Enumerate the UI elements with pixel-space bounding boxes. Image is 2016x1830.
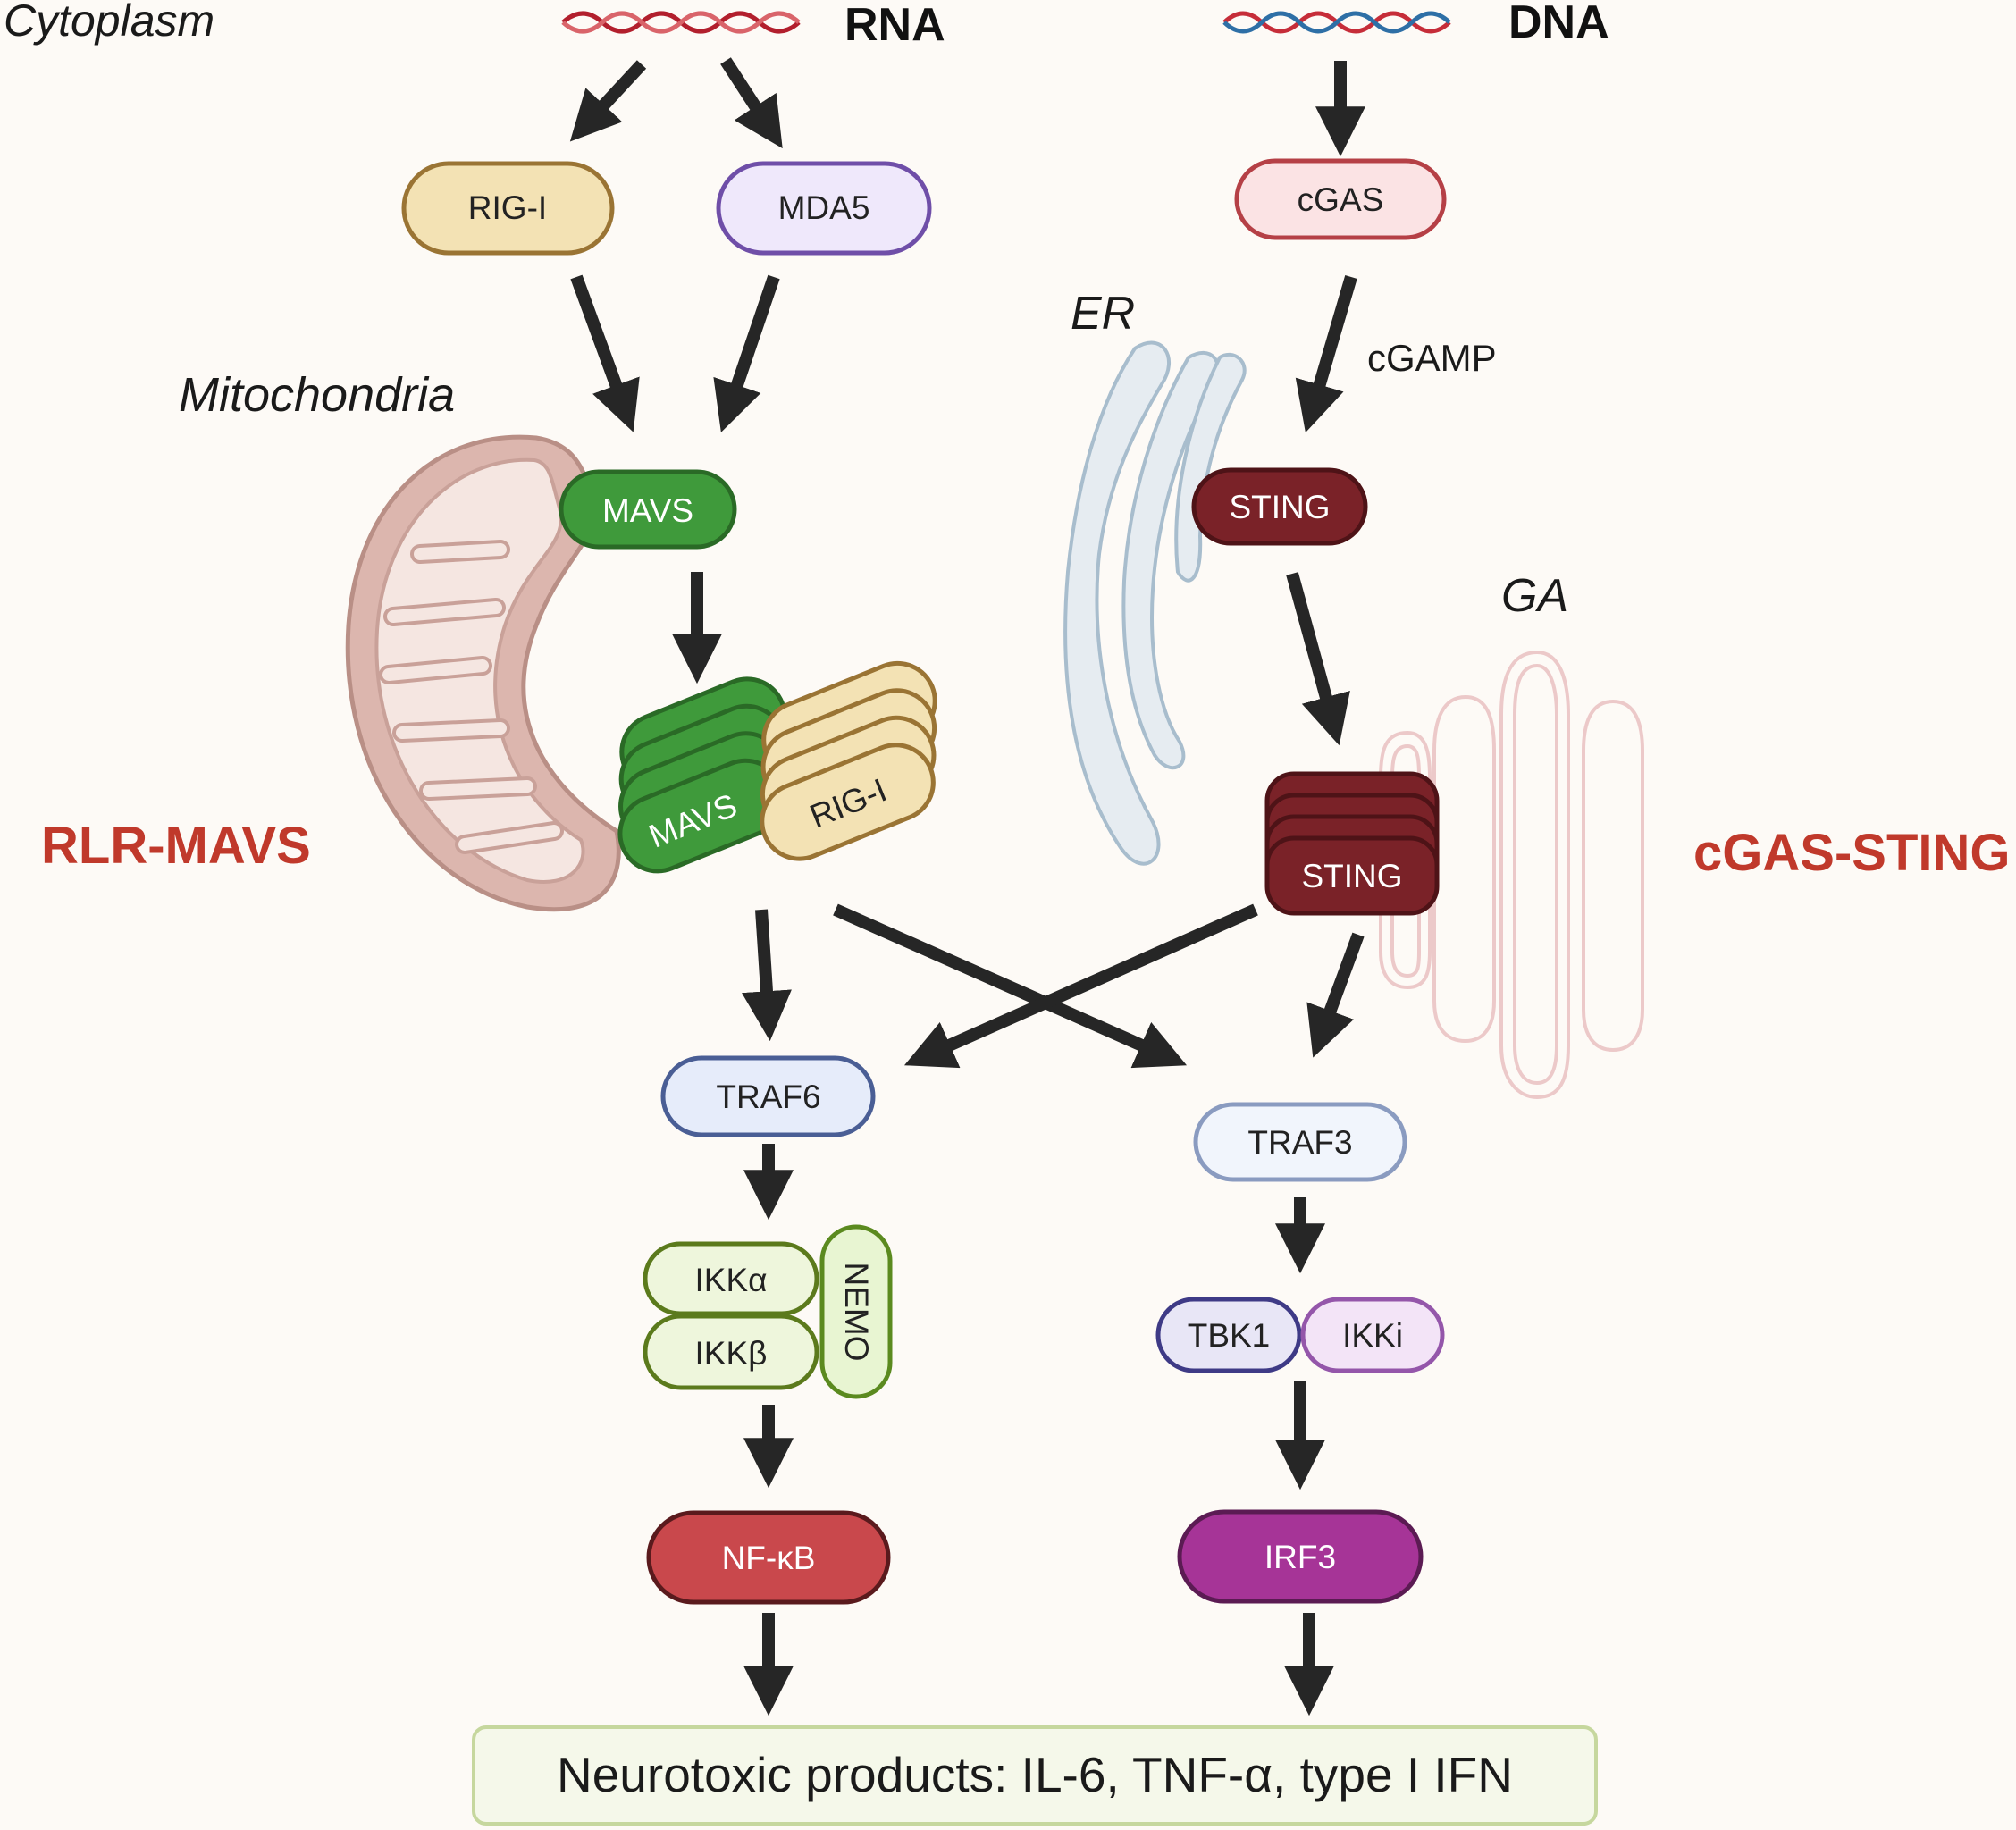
sting-complex-label: STING <box>1301 858 1402 894</box>
output-box: Neurotoxic products: IL-6, TNF-α, type I… <box>472 1725 1598 1826</box>
mitochondria-label: Mitochondria <box>179 368 455 422</box>
er-label: ER <box>1071 288 1135 340</box>
ikki-pill: IKKi <box>1300 1297 1445 1373</box>
ikk-beta-label: IKKβ <box>695 1335 768 1372</box>
cgas-label: cGAS <box>1298 181 1384 218</box>
arrow-mavs-to-traf6 <box>742 909 792 1042</box>
mda5-pill: MDA5 <box>716 161 932 256</box>
arrow-sting-to-complex <box>1286 572 1350 746</box>
irf3-label: IRF3 <box>1264 1539 1336 1575</box>
dna-label: DNA <box>1508 0 1609 48</box>
er-icon <box>1063 340 1247 866</box>
arrow-rna-to-rigi <box>569 60 647 142</box>
output-text: Neurotoxic products: IL-6, TNF-α, type I… <box>557 1747 1513 1802</box>
sting-label: STING <box>1229 489 1330 525</box>
traf6-pill: TRAF6 <box>660 1055 876 1137</box>
rig-i-label: RIG-I <box>468 189 547 226</box>
nfkb-pill: NF-κB <box>646 1510 891 1605</box>
mda5-label: MDA5 <box>778 189 870 226</box>
arrow-sting-to-traf6 <box>903 903 1258 1069</box>
mavs-rigi-complex: MAVS RIG-I <box>617 660 937 874</box>
tbk1-label: TBK1 <box>1188 1317 1271 1354</box>
sting-complex: STING <box>1264 771 1440 916</box>
arrow-mavs-to-traf3 <box>833 903 1188 1069</box>
tbk1-pill: TBK1 <box>1155 1297 1302 1373</box>
ikk-alpha-label: IKKα <box>694 1262 767 1298</box>
cgas-pill: cGAS <box>1234 158 1447 240</box>
mavs-pill: MAVS <box>559 469 737 550</box>
ikki-label: IKKi <box>1342 1317 1403 1354</box>
golgi-icon <box>1379 650 1644 1100</box>
rna-label: RNA <box>844 0 945 51</box>
traf3-pill: TRAF3 <box>1193 1102 1407 1182</box>
irf3-pill: IRF3 <box>1177 1509 1424 1604</box>
traf3-label: TRAF3 <box>1247 1124 1352 1161</box>
cgamp-label: cGAMP <box>1367 337 1497 379</box>
traf6-label: TRAF6 <box>716 1079 820 1115</box>
mavs-label: MAVS <box>602 492 693 529</box>
ga-label: GA <box>1501 570 1568 622</box>
arrow-rigi-to-mavs <box>570 274 640 432</box>
arrow-sting-to-traf3 <box>1306 932 1365 1058</box>
rna-strand-icon <box>561 11 801 34</box>
rig-i-pill: RIG-I <box>401 161 615 256</box>
nemo-label: NEMO <box>838 1263 875 1362</box>
mitochondrion-icon <box>345 434 621 912</box>
ikk-complex: NEMO IKKα IKKβ <box>643 1224 893 1399</box>
rlr-mavs-label: RLR-MAVS <box>41 817 311 875</box>
nfkb-label: NF-κB <box>722 1540 816 1576</box>
pathway-arrows <box>569 57 1365 1717</box>
cgas-sting-label: cGAS-STING <box>1693 824 2011 882</box>
arrow-cgas-to-sting <box>1295 275 1357 433</box>
dna-strand-icon <box>1222 11 1451 34</box>
arrow-mda5-to-mavs <box>713 274 780 432</box>
sting-pill: STING <box>1191 467 1368 546</box>
arrow-rna-to-mda5 <box>720 57 783 149</box>
cytoplasm-label: Cytoplasm <box>4 0 214 46</box>
